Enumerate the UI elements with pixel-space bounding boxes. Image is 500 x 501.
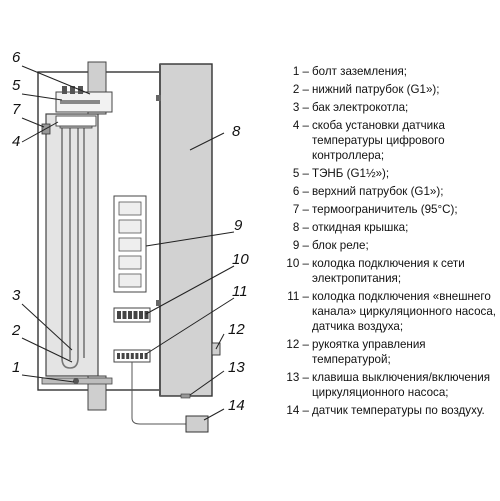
legend-item: 14 –датчик температуры по воздуху. <box>282 403 497 418</box>
legend-number: 11 – <box>287 290 309 303</box>
legend-number: 5 – <box>292 167 309 180</box>
legend-text: ТЭНБ (G1½»); <box>312 167 390 180</box>
legend-text: термоограничитель (95°С); <box>312 203 458 216</box>
callout-6: 6 <box>12 49 21 66</box>
mains-terminal-screw <box>139 311 143 319</box>
callout-2: 2 <box>11 322 21 339</box>
external-terminal-screw <box>144 353 148 359</box>
callout-12: 12 <box>228 321 245 338</box>
legend-text: блок реле; <box>312 239 369 252</box>
hinged-cover <box>159 63 213 397</box>
legend-text: скоба установки датчика температуры цифр… <box>312 119 445 162</box>
callout-3: 3 <box>12 287 21 304</box>
legend-item: 13 –клавиша выключения/включения циркуля… <box>282 370 497 400</box>
legend-text: верхний патрубок (G1»); <box>312 185 444 198</box>
legend-item: 1 –болт заземления; <box>282 64 497 79</box>
callout-11: 11 <box>232 283 248 300</box>
legend-item: 4 –скоба установки датчика температуры ц… <box>282 118 497 163</box>
sensor-cable <box>131 362 188 425</box>
legend-item: 10 –колодка подключения к сети электропи… <box>282 256 497 286</box>
terminal-stud-1 <box>62 86 67 94</box>
legend-item: 3 –бак электрокотла; <box>282 100 497 115</box>
ground-bolt <box>73 378 79 384</box>
external-terminal-screw <box>135 353 139 359</box>
mains-terminal-screw <box>117 311 121 319</box>
legend-item: 7 –термоограничитель (95°С); <box>282 202 497 217</box>
legend-number: 2 – <box>292 83 309 96</box>
external-terminal-screw <box>126 353 130 359</box>
legend-text: рукоятка управления температурой; <box>312 338 426 366</box>
callout-9: 9 <box>234 217 243 234</box>
callout-4: 4 <box>12 133 20 150</box>
lower-pipe <box>87 375 107 411</box>
legend-number: 13 – <box>286 371 309 384</box>
terminal-stud-2 <box>70 86 75 94</box>
legend-item: 6 –верхний патрубок (G1»); <box>282 184 497 199</box>
legend-text: болт заземления; <box>312 65 407 78</box>
legend-number: 10 – <box>286 257 309 270</box>
callout-8: 8 <box>232 123 241 140</box>
legend-number: 12 – <box>286 338 309 351</box>
legend-item: 11 –колодка подключения «внешнего канала… <box>282 289 497 334</box>
mains-terminal-screw <box>144 311 149 319</box>
legend-item: 8 –откидная крышка; <box>282 220 497 235</box>
terminal-busbar <box>60 100 100 104</box>
legend-item: 2 –нижний патрубок (G1»); <box>282 82 497 97</box>
legend-number: 1 – <box>292 65 309 78</box>
legend-number: 3 – <box>292 101 309 114</box>
external-terminals <box>117 353 148 359</box>
relay-module <box>118 237 142 252</box>
callout-5: 5 <box>12 77 21 94</box>
relay-module <box>118 219 142 234</box>
mains-terminal-screw <box>122 311 127 319</box>
legend-text: клавиша выключения/включения циркуляцион… <box>312 371 490 399</box>
mains-terminal-screw <box>133 311 138 319</box>
mains-terminals <box>117 311 149 319</box>
callout-1: 1 <box>12 359 20 376</box>
callout-10: 10 <box>232 251 249 268</box>
legend-text: колодка подключения к сети электропитани… <box>312 257 465 285</box>
legend-number: 7 – <box>292 203 309 216</box>
heating-element <box>61 126 85 369</box>
air-temperature-sensor <box>185 415 209 433</box>
legend-list: 1 –болт заземления;2 –нижний патрубок (G… <box>282 64 497 421</box>
legend-text: откидная крышка; <box>312 221 409 234</box>
relay-module <box>118 255 142 270</box>
external-terminal-screw <box>121 353 125 359</box>
legend-item: 5 –ТЭНБ (G1½»); <box>282 166 497 181</box>
relay-module <box>118 201 142 216</box>
legend-number: 8 – <box>292 221 309 234</box>
relay-modules <box>118 201 142 288</box>
pump-switch <box>180 393 191 399</box>
legend-item: 12 –рукоятка управления температурой; <box>282 337 497 367</box>
legend-number: 6 – <box>292 185 309 198</box>
cover-hinge-top <box>156 95 161 101</box>
legend-text: бак электрокотла; <box>312 101 409 114</box>
boiler-tank <box>45 113 99 377</box>
legend-number: 14 – <box>286 404 309 417</box>
legend-number: 9 – <box>292 239 309 252</box>
legend-text: нижний патрубок (G1»); <box>312 83 440 96</box>
external-terminal-screw <box>117 353 120 359</box>
external-terminal-screw <box>140 353 143 359</box>
legend-item: 9 –блок реле; <box>282 238 497 253</box>
callout-7: 7 <box>12 101 21 118</box>
leader-lines <box>21 65 235 421</box>
cover-hinge-bottom <box>156 300 161 306</box>
external-terminal-screw <box>130 353 134 359</box>
relay-module <box>118 273 142 288</box>
callout-14: 14 <box>228 397 245 414</box>
legend-number: 4 – <box>292 119 309 132</box>
mains-terminal-screw <box>128 311 132 319</box>
callout-13: 13 <box>228 359 245 376</box>
sensor-bracket <box>55 115 97 127</box>
legend-text: датчик температуры по воздуху. <box>312 404 485 417</box>
legend-text: колодка подключения «внешнего канала» ци… <box>312 290 497 333</box>
